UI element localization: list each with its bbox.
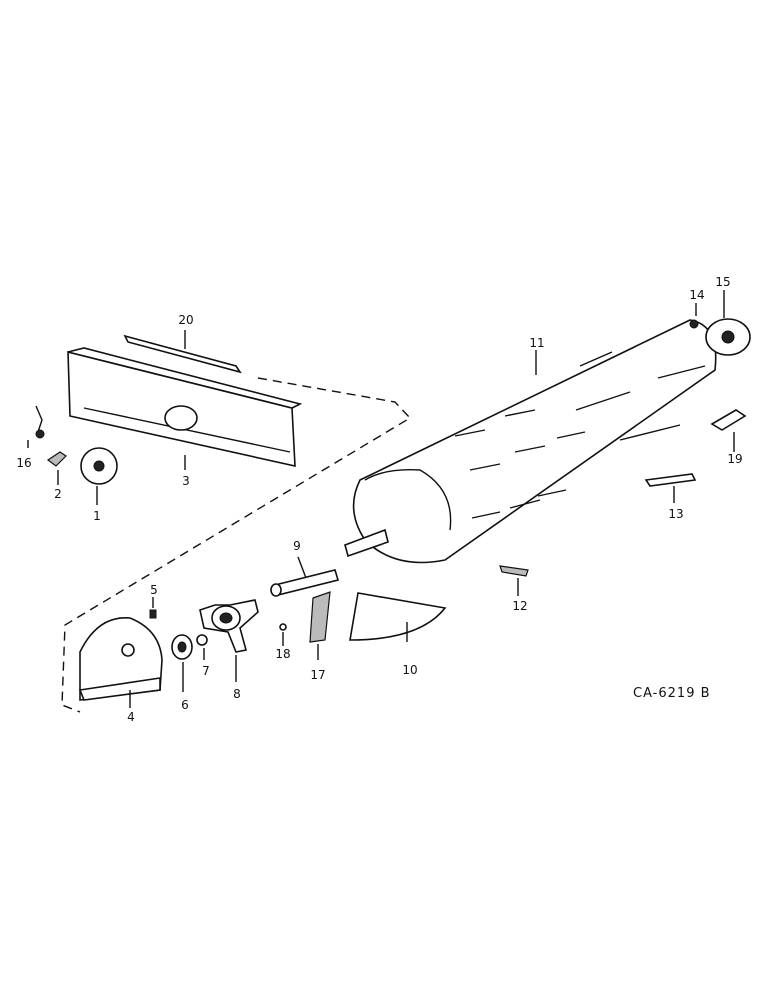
figure-code: CA-6219 B (633, 686, 711, 701)
part-16-spring-pin (27, 405, 45, 448)
part-11-rotor-tube (344, 319, 717, 564)
part-8-bearing-spider (199, 599, 259, 682)
part-6-bushing (171, 634, 193, 692)
callout-3: 3 (182, 474, 190, 488)
part-20-strip (123, 330, 242, 374)
part-19-bracket (710, 409, 747, 452)
callout-16: 16 (16, 456, 31, 470)
part-3-channel-beam (67, 347, 303, 470)
callout-14: 14 (689, 288, 704, 302)
part-1-sprocket (80, 447, 118, 505)
callout-19: 19 (727, 452, 742, 466)
part-9-shaft (270, 556, 340, 597)
part-13-strip (644, 473, 697, 503)
callout-20: 20 (178, 313, 193, 327)
part-12-bar (499, 565, 529, 596)
part-7-washer (196, 634, 208, 660)
callout-2: 2 (54, 487, 62, 501)
callout-6: 6 (181, 698, 189, 712)
callout-9: 9 (293, 539, 301, 553)
callout-8: 8 (233, 687, 241, 701)
assembly-dashed-outline (61, 377, 412, 713)
callout-7: 7 (202, 664, 210, 678)
callout-11: 11 (529, 336, 544, 350)
callout-12: 12 (512, 599, 527, 613)
callout-13: 13 (668, 507, 683, 521)
part-2-clip (46, 451, 67, 485)
callout-4: 4 (127, 710, 135, 724)
callout-18: 18 (275, 647, 290, 661)
part-4-end-housing (78, 617, 163, 708)
part-18-pin (279, 623, 287, 646)
callout-10: 10 (402, 663, 417, 677)
part-5-bolt (149, 597, 157, 619)
part-15-hub-flange (705, 290, 751, 356)
part-10-plate (349, 592, 447, 642)
part-17-slotted-bar (309, 591, 331, 660)
part-14-nut (689, 303, 699, 329)
rotor-flights (454, 351, 706, 519)
callout-5: 5 (150, 583, 158, 597)
callout-17: 17 (310, 668, 325, 682)
callout-1: 1 (93, 509, 101, 523)
callout-15: 15 (715, 275, 730, 289)
